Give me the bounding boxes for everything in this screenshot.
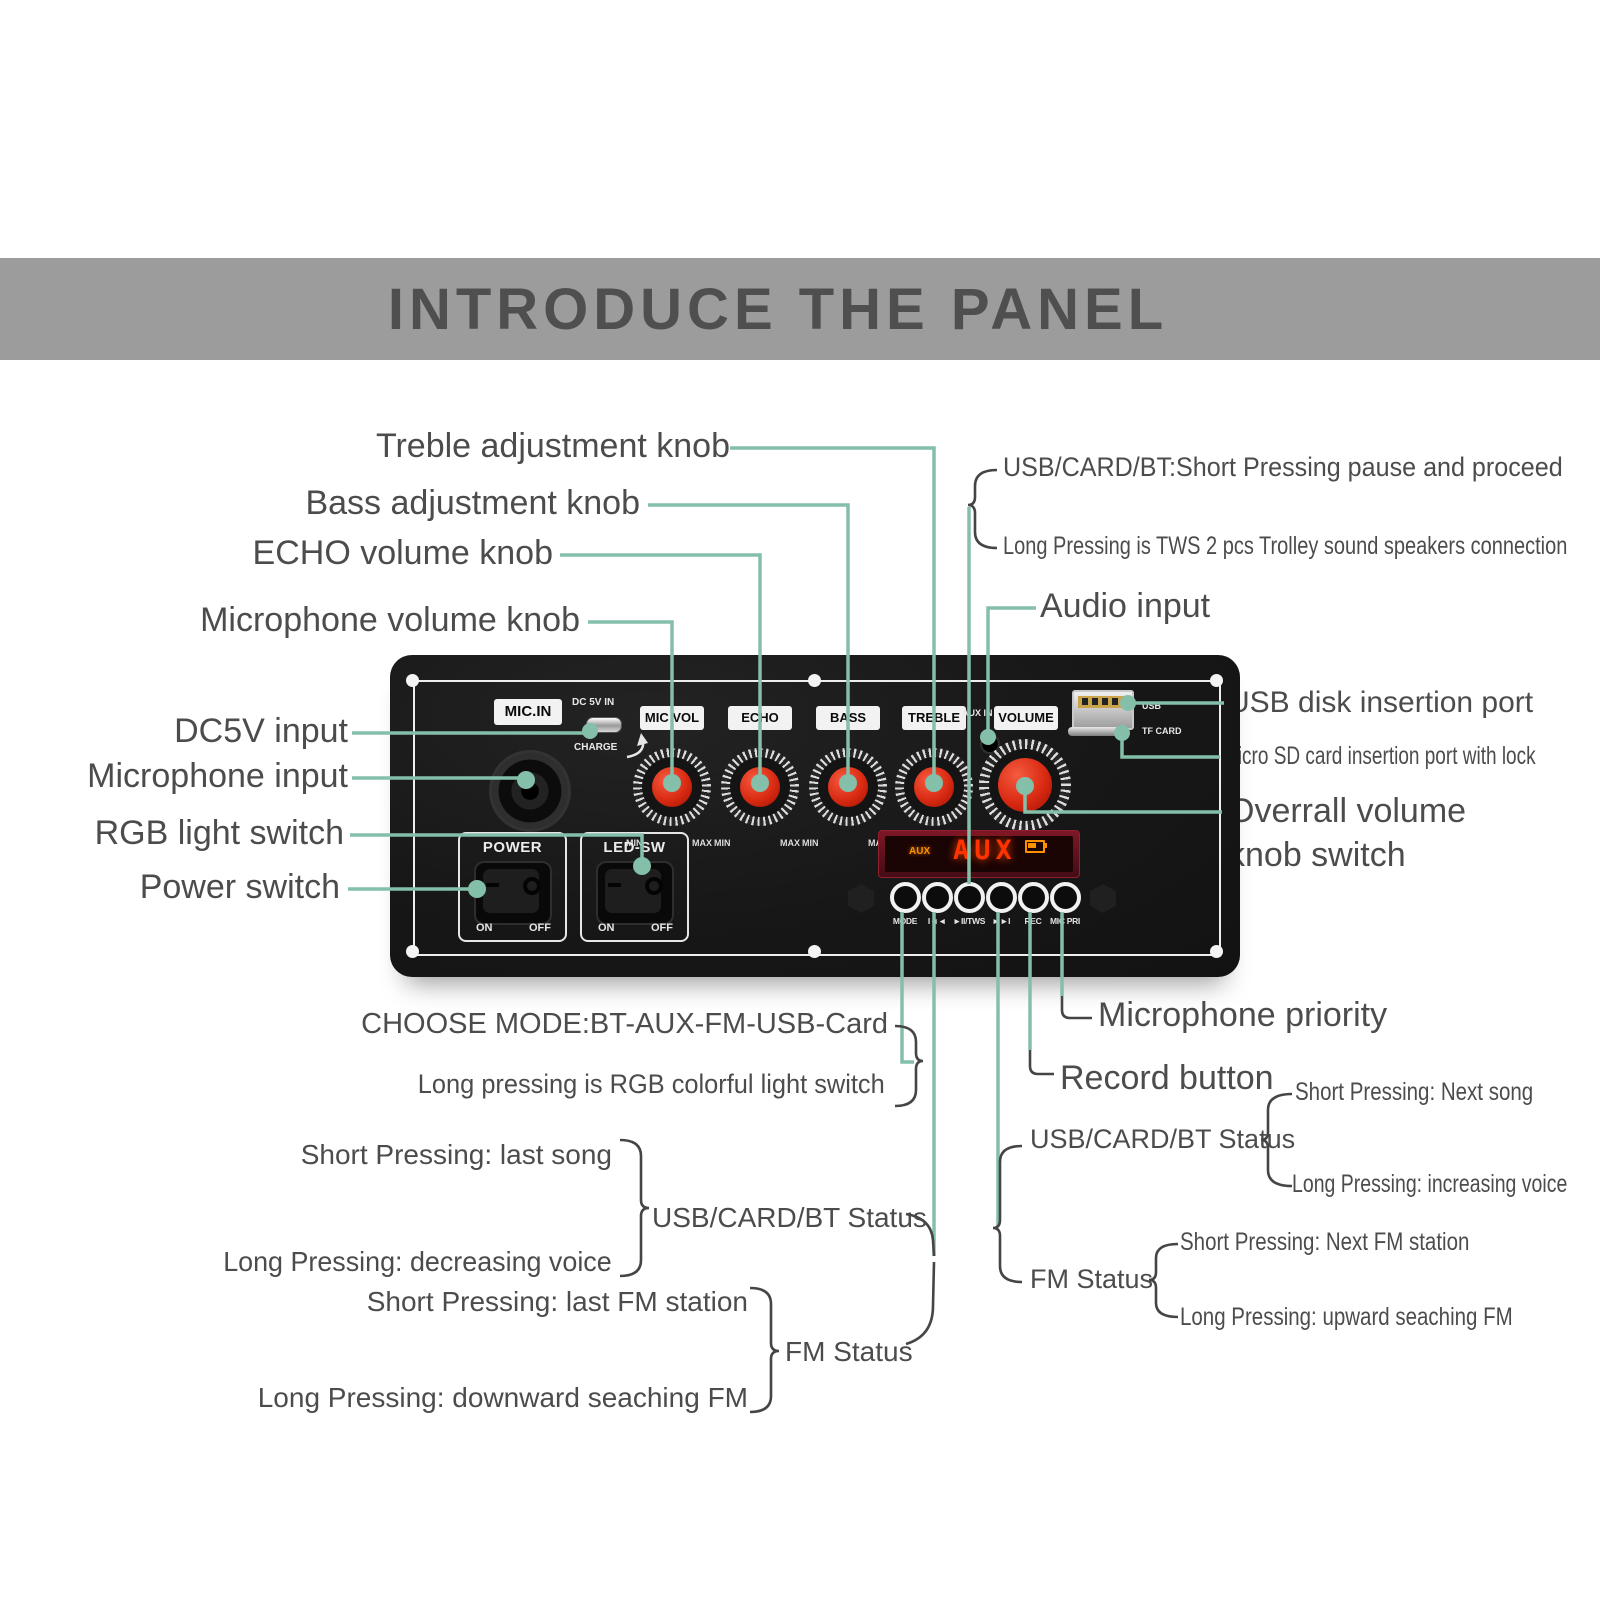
callout-mic-volume-knob: Microphone volume knob bbox=[200, 601, 580, 639]
mode-button[interactable] bbox=[890, 882, 921, 913]
bass-label: BASS bbox=[816, 706, 880, 730]
next-button[interactable] bbox=[986, 882, 1017, 913]
callout-audio-input: Audio input bbox=[1040, 587, 1211, 625]
previous-button[interactable] bbox=[922, 882, 953, 913]
callout-decreasing-voice: Long Pressing: decreasing voice bbox=[223, 1246, 613, 1277]
power-box-label: POWER bbox=[482, 839, 543, 856]
callout-dc5v-input: DC5V input bbox=[174, 712, 348, 750]
mic-volume-knob[interactable] bbox=[633, 748, 711, 826]
screw-hole bbox=[1210, 945, 1223, 958]
mic-priority-button-label: MIC PRI bbox=[1049, 916, 1080, 926]
callout-choose-mode-long: Long pressing is RGB colorful light swit… bbox=[418, 1069, 885, 1099]
callout-usbcardbt-long: Long Pressing is TWS 2 pcs Trolley sound… bbox=[1003, 532, 1568, 560]
microphone-jack bbox=[489, 750, 571, 832]
callout-fm-status-right: FM Status bbox=[1030, 1264, 1154, 1294]
echo-label: ECHO bbox=[728, 706, 792, 730]
callout-overall-volume-line2: knob switch bbox=[1228, 836, 1406, 874]
aux-in-label: AUX IN bbox=[962, 708, 993, 718]
callout-overall-volume-line1: Overrall volume bbox=[1228, 792, 1467, 830]
tf-card-slot bbox=[1068, 727, 1128, 736]
volume-label: VOLUME bbox=[994, 706, 1058, 730]
usb-port bbox=[1072, 690, 1134, 730]
usb-port-label: USB bbox=[1142, 701, 1162, 711]
power-off-label: OFF bbox=[529, 922, 551, 934]
callout-choose-mode: CHOOSE MODE:BT-AUX-FM-USB-Card bbox=[361, 1008, 888, 1040]
max-label: MAX bbox=[780, 838, 800, 848]
record-button[interactable] bbox=[1018, 882, 1049, 913]
mic-vol-label: MIC VOL bbox=[640, 706, 704, 730]
display-value: AUX bbox=[953, 835, 1017, 866]
led-switch[interactable] bbox=[596, 861, 674, 925]
tf-card-label: TF CARD bbox=[1142, 726, 1182, 736]
led-display: AUX AUX bbox=[878, 830, 1080, 878]
callout-echo-knob: ECHO volume knob bbox=[252, 534, 553, 572]
callout-next-fm: Short Pressing: Next FM station bbox=[1180, 1228, 1470, 1256]
power-switch-box: POWER ON OFF bbox=[458, 832, 567, 942]
previous-button-label: I◄◄ bbox=[927, 916, 947, 926]
callout-increasing-voice: Long Pressing: increasing voice bbox=[1292, 1170, 1568, 1198]
screw-hole bbox=[1210, 674, 1223, 687]
led-switch-box: LED-SW ON OFF bbox=[580, 832, 689, 942]
screw-hole bbox=[406, 945, 419, 958]
echo-knob[interactable] bbox=[721, 748, 799, 826]
power-on-label: ON bbox=[476, 922, 493, 934]
title-banner: INTRODUCE THE PANEL bbox=[0, 258, 1600, 360]
hexagon-accent bbox=[1090, 884, 1116, 913]
treble-knob[interactable] bbox=[895, 748, 973, 826]
screw-hole bbox=[406, 674, 419, 687]
led-sw-box-label: LED-SW bbox=[603, 839, 666, 856]
screw-hole bbox=[808, 674, 821, 687]
callout-next-song: Short Pressing: Next song bbox=[1295, 1078, 1534, 1106]
callout-rgb-switch: RGB light switch bbox=[94, 814, 344, 852]
play-pause-button-label: ►II/TWS bbox=[952, 916, 986, 926]
charge-label: CHARGE bbox=[574, 742, 618, 753]
dc5v-port-label: DC 5V IN bbox=[572, 697, 615, 708]
callout-mic-priority: Microphone priority bbox=[1098, 996, 1388, 1034]
screw-hole bbox=[808, 945, 821, 958]
next-button-label: ►►I bbox=[991, 916, 1011, 926]
led-off-label: OFF bbox=[651, 922, 673, 934]
dc5v-port bbox=[586, 717, 622, 733]
callout-record-button: Record button bbox=[1060, 1059, 1274, 1097]
callout-last-song: Short Pressing: last song bbox=[300, 1139, 612, 1170]
bass-knob[interactable] bbox=[809, 748, 887, 826]
mic-in-label: MIC.IN bbox=[494, 699, 562, 725]
min-label: MIN bbox=[802, 838, 819, 848]
callout-usbcardbt-short: USB/CARD/BT:Short Pressing pause and pro… bbox=[1003, 452, 1563, 482]
page-title: INTRODUCE THE PANEL bbox=[387, 276, 1169, 342]
power-switch[interactable] bbox=[474, 861, 552, 925]
callout-last-fm: Short Pressing: last FM station bbox=[366, 1286, 748, 1317]
battery-icon bbox=[1025, 840, 1047, 853]
mic-priority-button[interactable] bbox=[1050, 882, 1081, 913]
callout-micro-sd: Micro SD card insertion port with lock bbox=[1222, 742, 1536, 770]
led-on-label: ON bbox=[598, 922, 615, 934]
callout-bass-knob: Bass adjustment knob bbox=[305, 484, 640, 522]
callout-usb-status-left: USB/CARD/BT Status bbox=[652, 1202, 927, 1233]
play-pause-tws-button[interactable] bbox=[954, 882, 985, 913]
max-label: MAX bbox=[692, 838, 712, 848]
display-mode-tag: AUX bbox=[909, 846, 931, 857]
treble-label: TREBLE bbox=[902, 706, 966, 730]
callout-treble-knob: Treble adjustment knob bbox=[375, 427, 730, 465]
callout-usb-disk: USB disk insertion port bbox=[1228, 686, 1534, 719]
callout-usb-status-right: USB/CARD/BT Status bbox=[1030, 1124, 1296, 1154]
callout-mic-input: Microphone input bbox=[87, 757, 348, 795]
callout-fm-status-left: FM Status bbox=[785, 1336, 913, 1367]
callout-upward-fm: Long Pressing: upward seaching FM bbox=[1180, 1303, 1513, 1331]
callout-downward-fm: Long Pressing: downward seaching FM bbox=[257, 1382, 748, 1413]
volume-knob[interactable] bbox=[979, 739, 1071, 831]
record-button-label: REC bbox=[1024, 916, 1042, 926]
min-label: MIN bbox=[714, 838, 731, 848]
callout-power-switch: Power switch bbox=[139, 868, 340, 906]
